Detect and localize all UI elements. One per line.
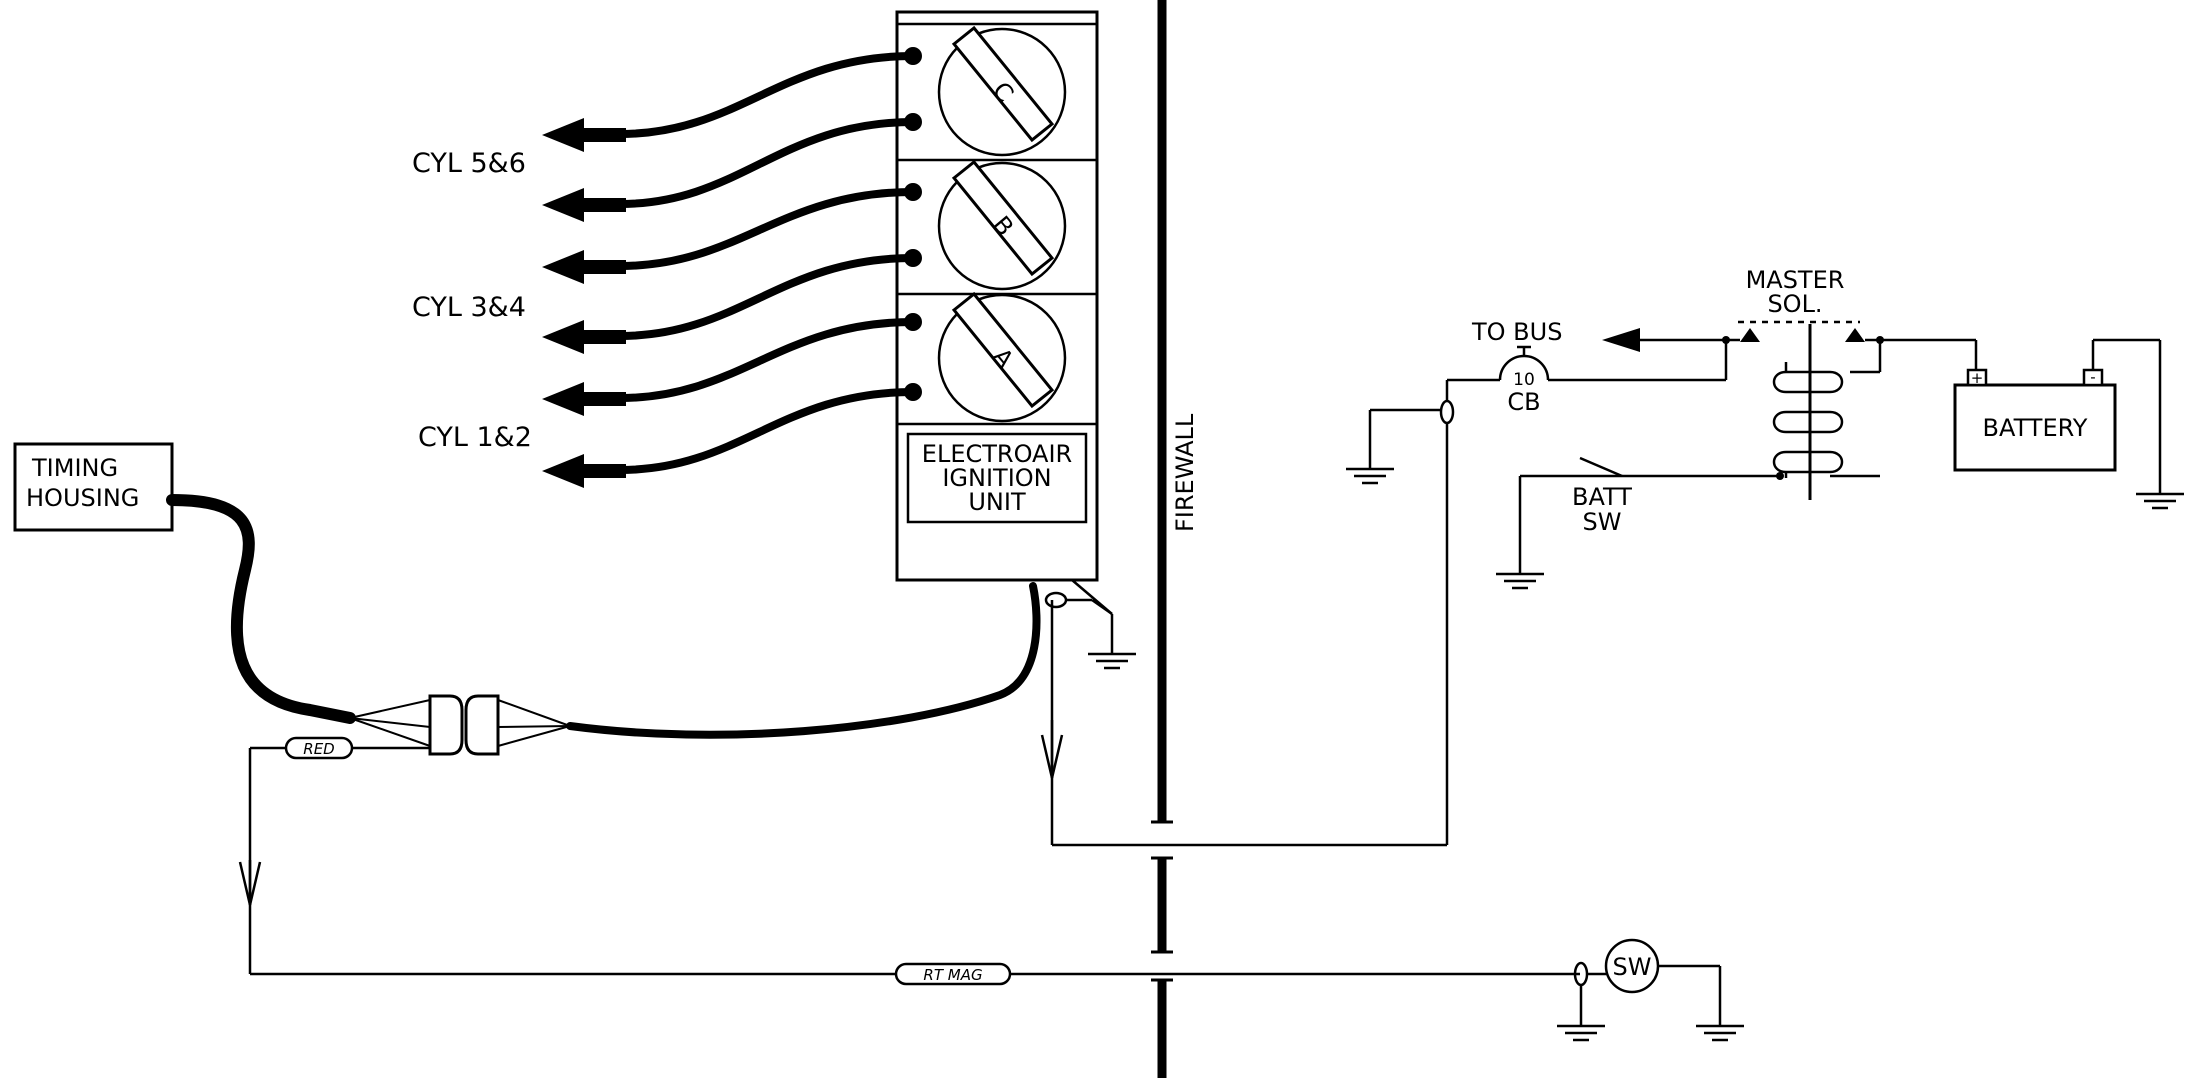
ignition-unit-label-3: UNIT [968,488,1026,516]
master-sol-label-2: SOL. [1767,290,1822,318]
to-bus-lead [1602,328,1730,380]
ground-symbol-batt-sw [1494,558,1546,590]
battery-minus-terminal: - [2090,368,2095,386]
firewall-label: FIREWALL [1171,413,1199,532]
ground-symbol-cb [1344,453,1396,485]
batt-sw-label-2: SW [1583,508,1622,536]
master-sol-label-1: MASTER [1746,266,1845,294]
batt-sw-label-1: BATT [1572,483,1632,511]
ground-symbol-sw [1694,1010,1746,1042]
sw-switch [1604,938,1722,1012]
ignition-power-wire [1040,412,1449,847]
circuit-breaker-branch [1368,345,1726,455]
to-bus-label: TO BUS [1471,318,1562,346]
timing-harness [166,494,1041,756]
coil-a [937,291,1067,423]
timing-housing-box [13,442,174,532]
timing-housing-label-2: HOUSING [26,484,139,512]
rt-mag-lead [894,961,1630,1012]
cb-label: CB [1507,388,1540,416]
red-lead [238,736,896,976]
sw-label: SW [1613,953,1652,981]
red-wire-tag: RED [303,740,334,758]
master-solenoid [1726,320,1978,500]
coil-c [937,25,1067,157]
cyl-5-6-label: CYL 5&6 [412,148,526,179]
cyl-1-2-label: CYL 1&2 [418,422,532,453]
spark-lead-arrows [542,118,626,488]
timing-housing-label-1: TIMING [31,454,118,482]
ignition-unit-label-1: ELECTROAIR [922,440,1072,468]
battery-plus-terminal: + [1971,369,1984,387]
cyl-3-4-label: CYL 3&4 [412,292,526,323]
battery-label: BATTERY [1983,414,2088,442]
spark-leads [616,47,922,474]
rt-mag-wire-tag: RT MAG [923,966,982,984]
coil-b [937,159,1067,291]
ignition-unit-label-2: IGNITION [942,464,1051,492]
battery [1953,338,2162,480]
ground-symbol-rt-mag [1555,1010,1607,1042]
ground-symbol-battery [2134,478,2186,510]
ground-symbol-ignition-unit [1086,638,1138,670]
cb-rating: 10 [1513,370,1535,390]
ignition-unit [895,10,1099,582]
batt-switch [1518,456,1784,560]
firewall [1151,0,1173,1078]
